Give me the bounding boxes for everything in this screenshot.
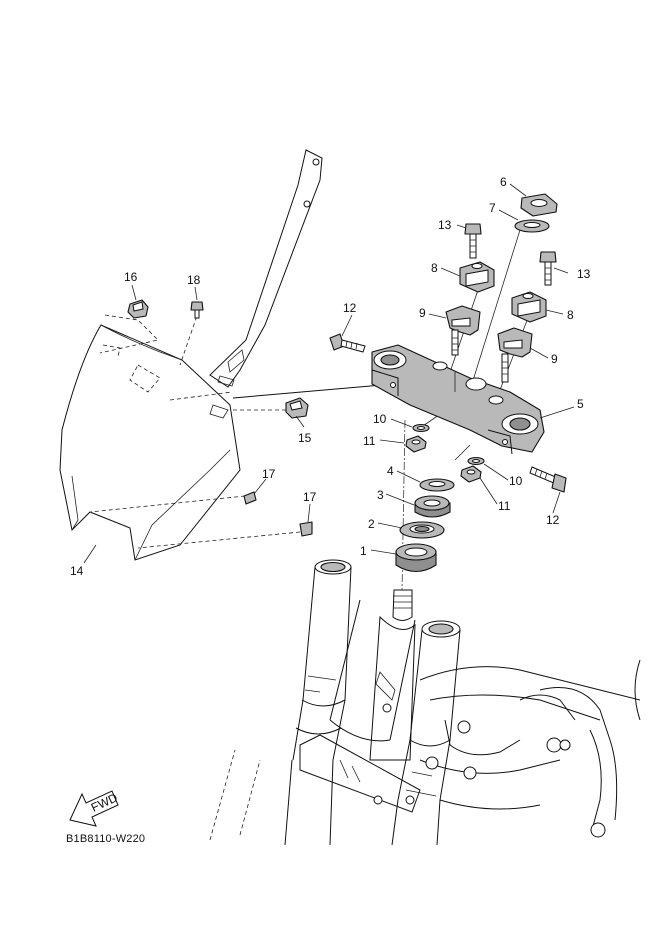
callout-lines [83, 183, 575, 564]
callout-17-upper: 17 [262, 467, 276, 481]
callout-8-left: 8 [431, 261, 438, 275]
callout-12-right: 12 [546, 513, 560, 527]
bolt-13-right [539, 251, 557, 286]
nut-11-left [405, 435, 427, 453]
screw-18 [190, 301, 204, 319]
washer-4 [419, 478, 455, 492]
callout-9-right: 9 [551, 352, 558, 366]
holder-lower-left [445, 305, 481, 356]
washer-10-right [467, 456, 485, 466]
callout-16: 16 [124, 270, 138, 284]
frame-and-forks [209, 419, 641, 846]
cover-2 [399, 521, 445, 539]
nut-6 [520, 193, 558, 217]
callout-10-left: 10 [373, 412, 387, 426]
callout-15: 15 [298, 431, 312, 445]
callout-14: 14 [70, 564, 84, 578]
callout-10-right: 10 [509, 474, 523, 488]
callout-3: 3 [377, 488, 384, 502]
holder-upper-right [511, 291, 547, 323]
number-plate-stay [209, 149, 323, 388]
left-fork-tube [284, 559, 352, 846]
clip-16 [127, 299, 149, 319]
steering-stem [369, 419, 416, 761]
clip-17-lower [299, 521, 313, 537]
callout-1: 1 [360, 544, 367, 558]
callout-4: 4 [387, 464, 394, 478]
frame [209, 659, 641, 841]
bolt-12-left [329, 333, 366, 353]
clip-15 [285, 397, 309, 419]
callout-13-left: 13 [438, 218, 452, 232]
callout-18: 18 [187, 273, 201, 287]
callout-12-left: 12 [343, 301, 357, 315]
right-fork-tube [391, 620, 461, 846]
clip-17-upper [243, 491, 257, 505]
bolt-13-left [464, 223, 482, 259]
callout-11-right: 11 [498, 499, 511, 513]
nut-11-right [460, 465, 482, 483]
washer-7 [514, 219, 550, 233]
callout-13-right: 13 [577, 267, 591, 281]
ring-nut-3 [414, 495, 451, 518]
head-tube [329, 599, 416, 742]
callout-9-left: 9 [419, 306, 426, 320]
diagram-code: B1B8110-W220 [66, 833, 146, 845]
holder-lower-right [497, 327, 533, 383]
lower-clamp [299, 734, 421, 813]
number-plate [59, 324, 241, 561]
washer-10-left [412, 423, 430, 433]
callout-6: 6 [500, 175, 507, 189]
callout-labels: 1 2 3 4 5 6 7 8 8 9 9 10 10 11 11 12 12 … [70, 175, 591, 578]
callout-8-right: 8 [567, 308, 574, 322]
callout-2: 2 [368, 517, 375, 531]
holder-upper-left [459, 261, 495, 293]
callout-7: 7 [489, 201, 496, 215]
callout-17-lower: 17 [303, 490, 317, 504]
bolt-12-right [529, 466, 567, 493]
bearing-1 [395, 543, 437, 573]
fwd-arrow-icon: FWD [69, 790, 120, 827]
callout-5: 5 [577, 397, 584, 411]
upper-bracket [371, 344, 545, 455]
callout-11-left: 11 [363, 434, 376, 448]
